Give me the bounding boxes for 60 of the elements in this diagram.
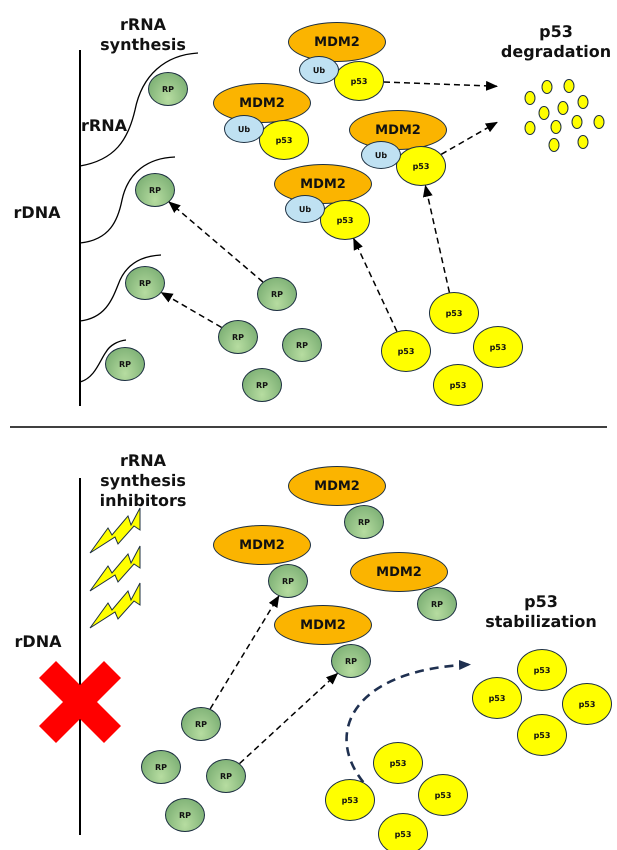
p53-ellipse: p53 (373, 742, 423, 784)
rp-ellipse: RP (344, 505, 384, 539)
text-label: rRNA (81, 116, 125, 136)
rp-ellipse: RP (417, 587, 457, 621)
rp-ellipse: RP (257, 277, 297, 311)
rp-ellipse: RP (181, 707, 221, 741)
mdm2-ellipse: MDM2 (213, 83, 311, 123)
heading: p53 degradation (500, 22, 612, 62)
arrow (353, 238, 398, 332)
p53-ellipse: p53 (325, 779, 375, 821)
rp-ellipse: RP (135, 173, 175, 207)
rp-ellipse: RP (165, 798, 205, 832)
arrow (384, 80, 498, 91)
rp-ellipse: RP (218, 320, 258, 354)
rp-ellipse: RP (331, 644, 371, 678)
rp-ellipse: RP (242, 368, 282, 402)
mdm2-ellipse: MDM2 (288, 466, 386, 506)
mdm2-ellipse: MDM2 (350, 552, 448, 592)
arrow (345, 660, 471, 783)
p53-ellipse: p53 (259, 120, 309, 160)
p53-ellipse: p53 (429, 292, 479, 334)
rp-ellipse: RP (141, 750, 181, 784)
rp-ellipse: RP (105, 347, 145, 381)
p53-ellipse: p53 (381, 330, 431, 372)
rp-ellipse: RP (148, 72, 188, 106)
text-label: rRNA synthesis inhibitors (98, 451, 188, 511)
p53-ellipse: p53 (517, 649, 567, 691)
p53-ellipse: p53 (473, 326, 523, 368)
arrow (160, 292, 222, 328)
mdm2-ellipse: MDM2 (288, 22, 386, 62)
arrow (440, 122, 498, 155)
heading: p53 stabilization (484, 592, 598, 632)
text-label: rDNA (12, 203, 62, 223)
p53-ellipse: p53 (320, 200, 370, 240)
ub-ellipse: Ub (299, 56, 339, 84)
arrow (210, 595, 280, 710)
p53-ellipse: p53 (562, 683, 612, 725)
rp-ellipse: RP (206, 759, 246, 793)
mdm2-ellipse: MDM2 (349, 110, 447, 150)
p53-ellipse: p53 (472, 677, 522, 719)
text-label: rDNA (14, 632, 62, 652)
p53-ellipse: p53 (378, 813, 428, 850)
ub-ellipse: Ub (361, 141, 401, 169)
text-label: rRNA synthesis (99, 15, 187, 55)
rp-ellipse: RP (125, 266, 165, 300)
p53-ellipse: p53 (433, 364, 483, 406)
p53-ellipse: p53 (334, 61, 384, 101)
arrow (168, 201, 264, 283)
mdm2-ellipse: MDM2 (274, 164, 372, 204)
rp-ellipse: RP (282, 328, 322, 362)
ub-ellipse: Ub (224, 115, 264, 143)
ub-ellipse: Ub (285, 195, 325, 223)
mdm2-ellipse: MDM2 (274, 605, 372, 645)
arrow (422, 184, 450, 293)
arrow (239, 672, 338, 764)
p53-ellipse: p53 (418, 774, 468, 816)
rp-ellipse: RP (268, 564, 308, 598)
p53-ellipse: p53 (517, 714, 567, 756)
p53-ellipse: p53 (396, 146, 446, 186)
mdm2-ellipse: MDM2 (213, 525, 311, 565)
